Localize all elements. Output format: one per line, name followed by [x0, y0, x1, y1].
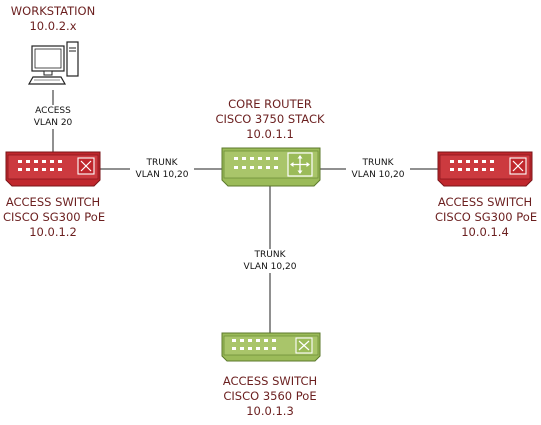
link-vlan: VLAN 10,20: [243, 262, 297, 272]
core-router-model: CISCO 3750 STACK: [215, 112, 325, 126]
bottom-switch-label: ACCESS SWITCH CISCO 3560 PoE 10.0.1.3: [205, 374, 335, 419]
link-label-ws-left: ACCESS VLAN 20: [23, 105, 83, 129]
link-vlan: VLAN 20: [33, 118, 73, 128]
right-switch-ip: 10.0.1.4: [461, 225, 509, 239]
bottom-switch-icon: [221, 332, 321, 362]
link-vlan: VLAN 10,20: [130, 169, 194, 181]
left-switch-ip: 10.0.1.2: [29, 225, 77, 239]
link-mode: ACCESS: [35, 106, 71, 116]
bottom-switch-title: ACCESS SWITCH: [222, 374, 318, 388]
link-mode: TRUNK: [254, 250, 286, 260]
bottom-switch-ip: 10.0.1.3: [246, 404, 294, 418]
link-label-core-bottom: TRUNK VLAN 10,20: [236, 249, 304, 273]
bottom-switch-model: CISCO 3560 PoE: [223, 389, 317, 403]
link-label-core-right: TRUNK VLAN 10,20: [346, 157, 410, 181]
core-router-title: CORE ROUTER: [228, 97, 312, 111]
link-label-left-core: TRUNK VLAN 10,20: [130, 157, 194, 181]
right-switch-title: ACCESS SWITCH: [437, 195, 533, 209]
link-mode: TRUNK: [130, 157, 194, 169]
link-vlan: VLAN 10,20: [346, 169, 410, 181]
workstation-label: WORKSTATION 10.0.2.x: [3, 4, 103, 34]
left-switch-title: ACCESS SWITCH: [5, 195, 101, 209]
workstation-ip: 10.0.2.x: [29, 19, 77, 33]
left-switch-label: ACCESS SWITCH CISCO SG300 PoE 10.0.1.2: [3, 195, 106, 240]
right-switch-label: ACCESS SWITCH CISCO SG300 PoE 10.0.1.4: [435, 195, 538, 240]
right-switch-model: CISCO SG300 PoE: [435, 210, 538, 224]
core-router-label: CORE ROUTER CISCO 3750 STACK 10.0.1.1: [205, 97, 335, 142]
link-mode: TRUNK: [346, 157, 410, 169]
right-switch-icon: [437, 151, 533, 187]
workstation-icon: [27, 41, 79, 85]
core-router-icon: [221, 147, 321, 187]
core-router-ip: 10.0.1.1: [246, 127, 294, 141]
workstation-name: WORKSTATION: [10, 4, 96, 18]
left-switch-model: CISCO SG300 PoE: [3, 210, 106, 224]
left-switch-icon: [5, 151, 101, 187]
